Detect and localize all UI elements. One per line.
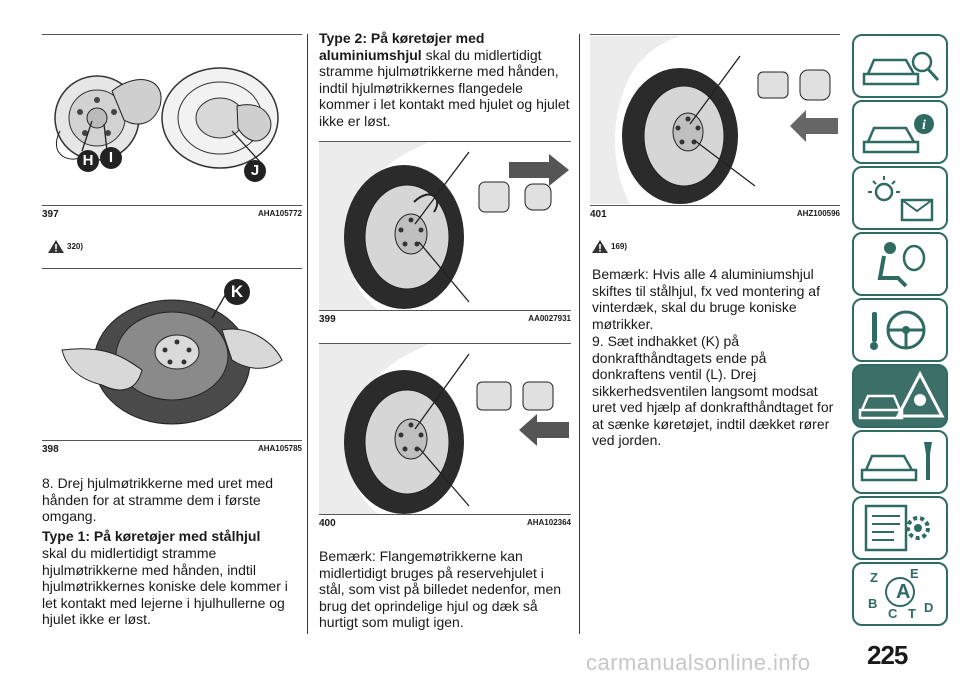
- figure-number: 397: [42, 209, 59, 220]
- type1-body: skal du midlertidigt stramme hjulmøtrikk…: [42, 545, 288, 627]
- tab-steering-wheel[interactable]: [852, 298, 948, 362]
- warning-ref-label: 320): [67, 242, 84, 251]
- figure-number: 400: [319, 518, 336, 529]
- caption-398: 398 AHA105785: [42, 444, 302, 455]
- top-rule-399: [319, 141, 571, 142]
- warning-ref-label: 169): [611, 242, 628, 251]
- caption-400: 400 AHA102364: [319, 518, 571, 529]
- top-rule-col1: [42, 34, 302, 35]
- page-number: 225: [867, 640, 908, 670]
- note-flange-nuts: Bemærk: Flangemøtrikkerne kan midlertidi…: [319, 548, 562, 630]
- svg-text:C: C: [888, 606, 898, 621]
- step-9-text: 9. Sæt indhakket (K) på donkrafthåndtage…: [592, 333, 834, 448]
- callout-j: J: [244, 160, 266, 182]
- top-rule-401: [590, 34, 840, 35]
- figure-400: [319, 344, 569, 514]
- specs-gear-icon: [864, 504, 930, 552]
- tab-car-info[interactable]: i: [852, 100, 948, 164]
- caption-rule-398: [42, 440, 302, 441]
- figure-code: AA0027931: [528, 314, 571, 323]
- figure-code: AHA105785: [257, 444, 302, 453]
- figure-number: 399: [319, 314, 336, 325]
- column-divider-1: [307, 34, 308, 634]
- hazard-warning-icon: [858, 370, 945, 420]
- watermark: carmanualsonline.info: [586, 650, 811, 675]
- svg-text:D: D: [924, 600, 933, 615]
- tab-car-service[interactable]: [852, 430, 948, 494]
- caption-rule-399: [319, 310, 571, 311]
- caption-399: 399 AA0027931: [319, 314, 571, 325]
- caption-rule-401: [590, 205, 840, 206]
- tab-car-search[interactable]: [852, 34, 948, 98]
- caption-rule-397: [42, 205, 302, 206]
- callout-k: K: [224, 279, 250, 305]
- callout-i: I: [100, 147, 122, 169]
- warning-triangle-icon: [592, 240, 608, 253]
- tab-specs[interactable]: [852, 496, 948, 560]
- figure-397: [54, 67, 279, 169]
- steering-wheel-icon: [870, 310, 926, 350]
- dashboard-lights-icon: [868, 176, 934, 222]
- caption-401: 401 AHZ100596: [590, 209, 840, 220]
- top-rule-398: [42, 268, 302, 269]
- svg-text:E: E: [910, 566, 919, 581]
- type2-heading: Type 2: På køretøjer med aluminiumshjul: [319, 30, 485, 63]
- type2-paragraph: Type 2: På køretøjer med aluminiumshjul …: [319, 30, 571, 129]
- warning-triangle-icon: [48, 240, 64, 253]
- type2-body: skal du midlertidigt stramme hjulmøtrikk…: [319, 46, 570, 129]
- warning-ref-320: 320): [48, 240, 83, 253]
- column-divider-2: [579, 34, 580, 634]
- type1-heading: Type 1: På køretøjer med stålhjul: [42, 528, 261, 544]
- callout-h: H: [77, 150, 99, 172]
- svg-text:i: i: [922, 118, 926, 133]
- car-search-icon: [862, 51, 940, 86]
- figure-code: AHA105772: [257, 209, 302, 218]
- figure-number: 398: [42, 444, 59, 455]
- caption-rule-400: [319, 514, 571, 515]
- caption-397: 397 AHA105772: [42, 209, 302, 220]
- step-8-text: 8. Drej hjulmøtrikkerne med uret med hån…: [42, 475, 274, 524]
- svg-text:A: A: [896, 581, 910, 603]
- tab-dashboard-lights[interactable]: [852, 166, 948, 230]
- figure-401: [590, 36, 838, 204]
- note-winter-tyres: Bemærk: Hvis alle 4 aluminiumshjul skift…: [592, 266, 820, 332]
- figure-code: AHZ100596: [796, 209, 840, 218]
- svg-text:Z: Z: [870, 570, 878, 585]
- svg-text:B: B: [868, 596, 877, 611]
- warning-ref-169: 169): [592, 240, 627, 253]
- figure-number: 401: [590, 209, 607, 220]
- tab-airbag-seat[interactable]: [852, 232, 948, 296]
- figure-398: [61, 291, 283, 425]
- airbag-seat-icon: [877, 242, 926, 288]
- tab-hazard-warning[interactable]: [852, 364, 948, 428]
- car-info-icon: i: [862, 114, 934, 154]
- car-service-icon: [860, 442, 932, 482]
- svg-text:T: T: [908, 606, 916, 621]
- top-rule-400: [319, 343, 571, 344]
- figure-code: AHA102364: [526, 518, 571, 527]
- figure-399: [319, 142, 569, 310]
